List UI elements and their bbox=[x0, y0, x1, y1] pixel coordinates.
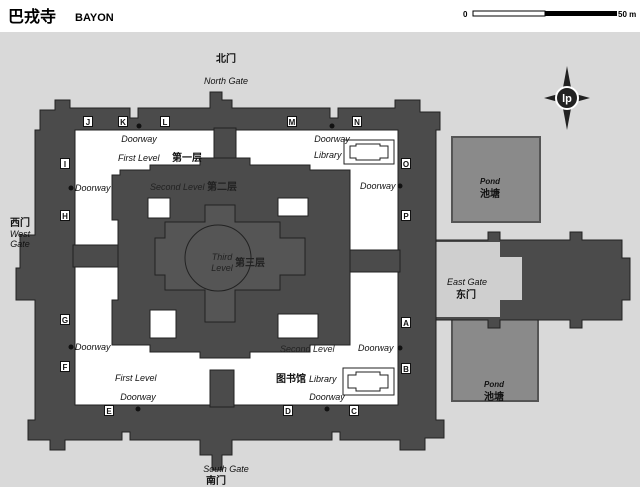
west-gate-zh: 西门 bbox=[10, 216, 30, 229]
doorway-marker: Doorway bbox=[120, 392, 156, 412]
library-label: Library bbox=[314, 150, 342, 160]
doorway-label: Doorway bbox=[121, 134, 157, 144]
first-level-label: First Level bbox=[115, 373, 158, 383]
gallery-marker-E: E bbox=[104, 405, 114, 416]
doorway-label: Doorway bbox=[75, 183, 111, 193]
east-gate-en: East Gate bbox=[447, 277, 487, 287]
svg-text:P: P bbox=[403, 212, 409, 221]
east-causeway bbox=[416, 231, 631, 329]
pond-label-en: Pond bbox=[484, 380, 505, 389]
doorway-label: Doorway bbox=[360, 181, 396, 191]
library-label-zh: 图书馆 bbox=[276, 372, 306, 385]
gallery-marker-B: B bbox=[401, 363, 411, 374]
third-level-label: Third bbox=[212, 252, 233, 262]
doorway-label: Doorway bbox=[75, 342, 111, 352]
north-gate-en: North Gate bbox=[204, 76, 248, 86]
pond-label-zh: 池塘 bbox=[480, 187, 500, 200]
third-level-label: Level bbox=[211, 263, 234, 273]
scale-start: 0 bbox=[463, 10, 468, 19]
compass-logo: lp bbox=[562, 93, 572, 105]
east-gate-zh: 东门 bbox=[456, 288, 476, 301]
svg-text:I: I bbox=[64, 160, 66, 169]
svg-text:D: D bbox=[285, 407, 291, 416]
compass-icon: lp bbox=[544, 66, 590, 130]
svg-text:K: K bbox=[120, 118, 126, 127]
library-south-plan bbox=[347, 371, 389, 392]
svg-text:L: L bbox=[163, 118, 168, 127]
scale-end: 50 m bbox=[618, 10, 636, 19]
doorway-marker: Doorway bbox=[358, 343, 403, 353]
svg-text:A: A bbox=[403, 319, 409, 328]
third-level-zh: 第三层 bbox=[235, 256, 265, 269]
doorway-label: Doorway bbox=[309, 392, 345, 402]
svg-text:F: F bbox=[63, 363, 68, 372]
svg-text:C: C bbox=[351, 407, 357, 416]
scale-black bbox=[545, 11, 617, 16]
gallery-marker-D: D bbox=[283, 405, 293, 416]
gallery-marker-C: C bbox=[349, 405, 359, 416]
gallery-marker-G: G bbox=[60, 314, 70, 325]
svg-text:J: J bbox=[86, 118, 90, 127]
svg-text:E: E bbox=[106, 407, 112, 416]
doorway-marker: Doorway bbox=[314, 123, 350, 144]
gallery-letters: J K L M N I O H P G A F B E D C bbox=[60, 116, 411, 416]
pond-north bbox=[451, 136, 541, 223]
gallery-marker-A: A bbox=[401, 317, 411, 328]
scale-bar: 0 50 m bbox=[463, 10, 636, 19]
title-en: BAYON bbox=[75, 12, 114, 24]
svg-text:M: M bbox=[289, 118, 296, 127]
west-gate-en: Gate bbox=[10, 239, 30, 249]
gallery-marker-M: M bbox=[287, 116, 297, 127]
doorway-label: Doorway bbox=[358, 343, 394, 353]
doorway-label: Doorway bbox=[120, 392, 156, 402]
second-level-label: Second Level bbox=[150, 182, 206, 192]
second-level-zh: 第二层 bbox=[207, 180, 237, 193]
gallery-marker-H: H bbox=[60, 210, 70, 221]
doorway-marker: Doorway bbox=[68, 183, 111, 193]
pond-label-en: Pond bbox=[480, 177, 501, 186]
doorway-marker: Doorway bbox=[68, 342, 111, 352]
third-level bbox=[154, 204, 306, 323]
gallery-marker-I: I bbox=[60, 158, 70, 169]
first-level-label: First Level bbox=[118, 153, 161, 163]
gallery-marker-L: L bbox=[160, 116, 170, 127]
doorway-marker: Doorway bbox=[121, 123, 157, 144]
south-gate-en: South Gate bbox=[203, 464, 249, 474]
south-gate-zh: 南门 bbox=[206, 474, 226, 487]
svg-text:N: N bbox=[354, 118, 360, 127]
gallery-marker-K: K bbox=[118, 116, 128, 127]
svg-text:B: B bbox=[403, 365, 409, 374]
library-north-plan bbox=[349, 143, 389, 161]
svg-text:G: G bbox=[62, 316, 68, 325]
doorway-marker: Doorway bbox=[360, 181, 403, 191]
svg-text:O: O bbox=[403, 160, 409, 169]
west-gate-en: West bbox=[10, 229, 31, 239]
gallery-marker-O: O bbox=[401, 158, 411, 169]
first-level-zh: 第一层 bbox=[172, 151, 202, 164]
doorway-marker: Doorway bbox=[309, 392, 345, 412]
scale-white bbox=[472, 10, 546, 17]
gallery-marker-N: N bbox=[352, 116, 362, 127]
doorway-label: Doorway bbox=[314, 134, 350, 144]
gallery-marker-J: J bbox=[83, 116, 93, 127]
title-zh: 巴戎寺 bbox=[8, 7, 56, 26]
svg-text:H: H bbox=[62, 212, 68, 221]
second-level-label: Second Level bbox=[280, 344, 336, 354]
gallery-marker-F: F bbox=[60, 361, 70, 372]
pond-label-zh: 池塘 bbox=[484, 390, 504, 403]
gallery-marker-P: P bbox=[401, 210, 411, 221]
north-gate-zh: 北门 bbox=[216, 52, 236, 65]
library-label: Library bbox=[309, 374, 337, 384]
